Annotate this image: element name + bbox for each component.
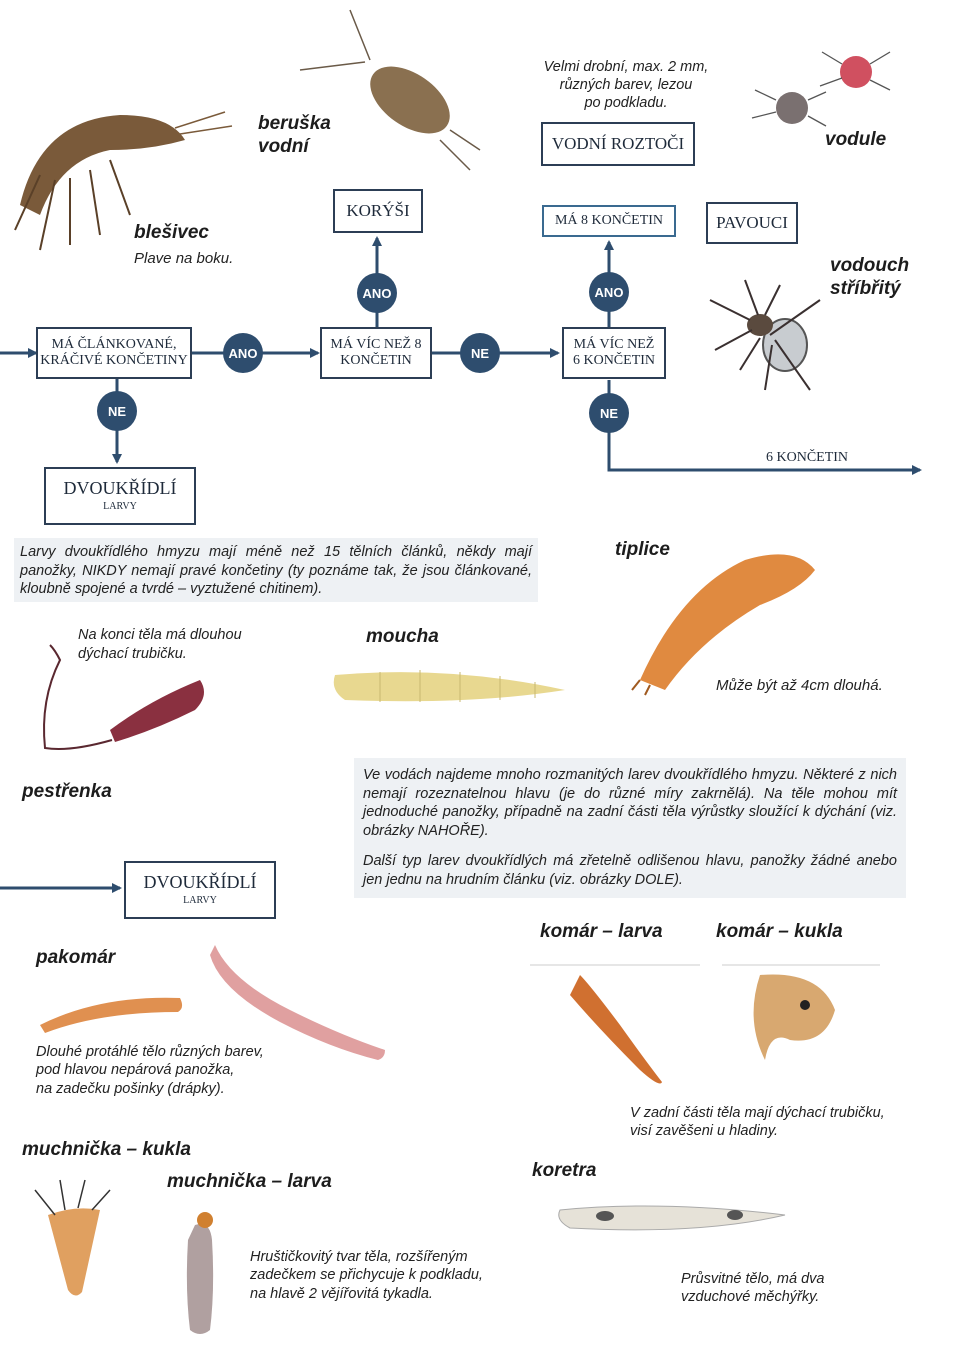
caption-pakomar-line3: na zadečku pošinky (drápky). (36, 1080, 264, 1098)
box-clankovane-koncetiny: MÁ ČLÁNKOVANÉ, KRÁČIVÉ KONČETINY (36, 327, 192, 379)
name-vodouch-line1: vodouch (830, 255, 909, 278)
box-dvoukridli-larvy-1: DVOUKŘÍDLÍ larvy (44, 467, 196, 525)
caption-muchnicka-line3: na hlavě 2 vějířovitá tykadla. (250, 1285, 483, 1303)
box-dvoukridli-larvy-2: DVOUKŘÍDLÍ larvy (124, 861, 276, 919)
caption-pakomar-line1: Dlouhé protáhlé tělo různých barev, (36, 1043, 264, 1061)
box-vic-nez-6: MÁ VÍC NEŽ 6 KONČETIN (562, 327, 666, 379)
caption-roztoci-line1: Velmi drobní, max. 2 mm, (526, 58, 726, 76)
caption-roztoci-line3: po podkladu. (526, 94, 726, 112)
caption-tiplice: Může být až 4cm dlouhá. (716, 676, 883, 696)
name-tiplice: tiplice (615, 539, 670, 562)
caption-roztoci: Velmi drobní, max. 2 mm, různých barev, … (526, 58, 726, 112)
panel-vody-paragraph-2: Další typ larev dvoukřídlých má zřetelně… (363, 852, 897, 889)
caption-pakomar: Dlouhé protáhlé tělo různých barev, pod … (36, 1043, 264, 1098)
caption-komar: V zadní části těla mají dýchací trubičku… (630, 1104, 885, 1141)
tiplice-illustration (632, 554, 815, 695)
name-komar-larva: komár – larva (540, 921, 663, 944)
caption-koretra-line2: vzduchové měchýřky. (681, 1288, 824, 1306)
panel-vody-info: Ve vodách najdeme mnoho rozmanitých lare… (354, 758, 906, 898)
name-muchnicka-kukla: muchnička – kukla (22, 1139, 191, 1162)
name-vodule: vodule (825, 129, 886, 152)
panel-vody-paragraph-1: Ve vodách najdeme mnoho rozmanitých lare… (363, 766, 897, 840)
caption-komar-line1: V zadní části těla mají dýchací trubičku… (630, 1104, 885, 1122)
decision-ano-3: ANO (589, 272, 629, 312)
box-dvoukridli-1-subtitle: larvy (103, 498, 137, 514)
decision-ne-1: NE (460, 333, 500, 373)
decision-ne-2: NE (97, 391, 137, 431)
box-pavouci: PAVOUCI (706, 202, 798, 244)
decision-ano-2: ANO (357, 273, 397, 313)
decision-ne-3: NE (589, 393, 629, 433)
caption-muchnicka-larva: Hruštičkovitý tvar těla, rozšířeným zade… (250, 1248, 483, 1303)
decision-ano-1: ANO (223, 333, 263, 373)
name-vodouch: vodouch stříbřitý (830, 255, 909, 301)
name-pestrenka: pestřenka (22, 781, 112, 804)
label-6-koncetin: 6 KONČETIN (766, 450, 848, 466)
caption-muchnicka-line2: zadečkem se přichycuje k podkladu, (250, 1266, 483, 1284)
box-ma-8: MÁ 8 KONČETIN (542, 205, 676, 237)
caption-muchnicka-line1: Hruštičkovitý tvar těla, rozšířeným (250, 1248, 483, 1266)
komar-larva-illustration (530, 965, 700, 1084)
box-korysi: KORÝŠI (333, 189, 423, 233)
name-beruska-line1: beruška (258, 113, 331, 136)
vodule-illustration (752, 52, 890, 126)
vodouch-illustration (710, 280, 820, 390)
caption-koretra: Průsvitné tělo, má dva vzduchové měchýřk… (681, 1270, 824, 1307)
box-dvoukridli-2-title: DVOUKŘÍDLÍ (144, 872, 257, 893)
box-dvoukridli-1-title: DVOUKŘÍDLÍ (64, 478, 177, 499)
caption-koretra-line1: Průsvitné tělo, má dva (681, 1270, 824, 1288)
caption-roztoci-line2: různých barev, lezou (526, 76, 726, 94)
caption-pestrenka-line2: dýchací trubičku. (78, 645, 242, 664)
caption-pestrenka-line1: Na konci těla má dlouhou (78, 626, 242, 645)
arrow-6-koncetin (609, 380, 920, 470)
name-moucha: moucha (366, 626, 439, 649)
name-muchnicka-larva: muchnička – larva (167, 1171, 332, 1194)
name-pakomar: pakomár (36, 947, 115, 970)
box-dvoukridli-2-subtitle: larvy (183, 892, 217, 908)
name-vodouch-line2: stříbřitý (830, 278, 909, 301)
box-vodni-roztoci: VODNÍ ROZTOČI (541, 122, 695, 166)
moucha-illustration (334, 670, 565, 702)
caption-komar-line2: visí zavěšeni u hladiny. (630, 1122, 885, 1140)
name-koretra: koretra (532, 1160, 596, 1183)
caption-pakomar-line2: pod hlavou nepárová panožka, (36, 1061, 264, 1079)
muchnicka-larva-illustration (187, 1212, 213, 1334)
box-vic-nez-8: MÁ VÍC NEŽ 8 KONČETIN (320, 327, 432, 379)
name-beruska: beruška vodní (258, 113, 331, 159)
name-blesivec: blešivec (134, 222, 209, 245)
panel-larvy-info: Larvy dvoukřídlého hmyzu mají méně než 1… (14, 538, 538, 602)
caption-blesivec: Plave na boku. (134, 249, 233, 269)
caption-pestrenka: Na konci těla má dlouhou dýchací trubičk… (78, 626, 242, 664)
muchnicka-kukla-illustration (35, 1180, 110, 1296)
name-komar-kukla: komár – kukla (716, 921, 843, 944)
koretra-illustration (559, 1206, 785, 1230)
komar-kukla-illustration (722, 965, 880, 1060)
name-beruska-line2: vodní (258, 136, 331, 159)
